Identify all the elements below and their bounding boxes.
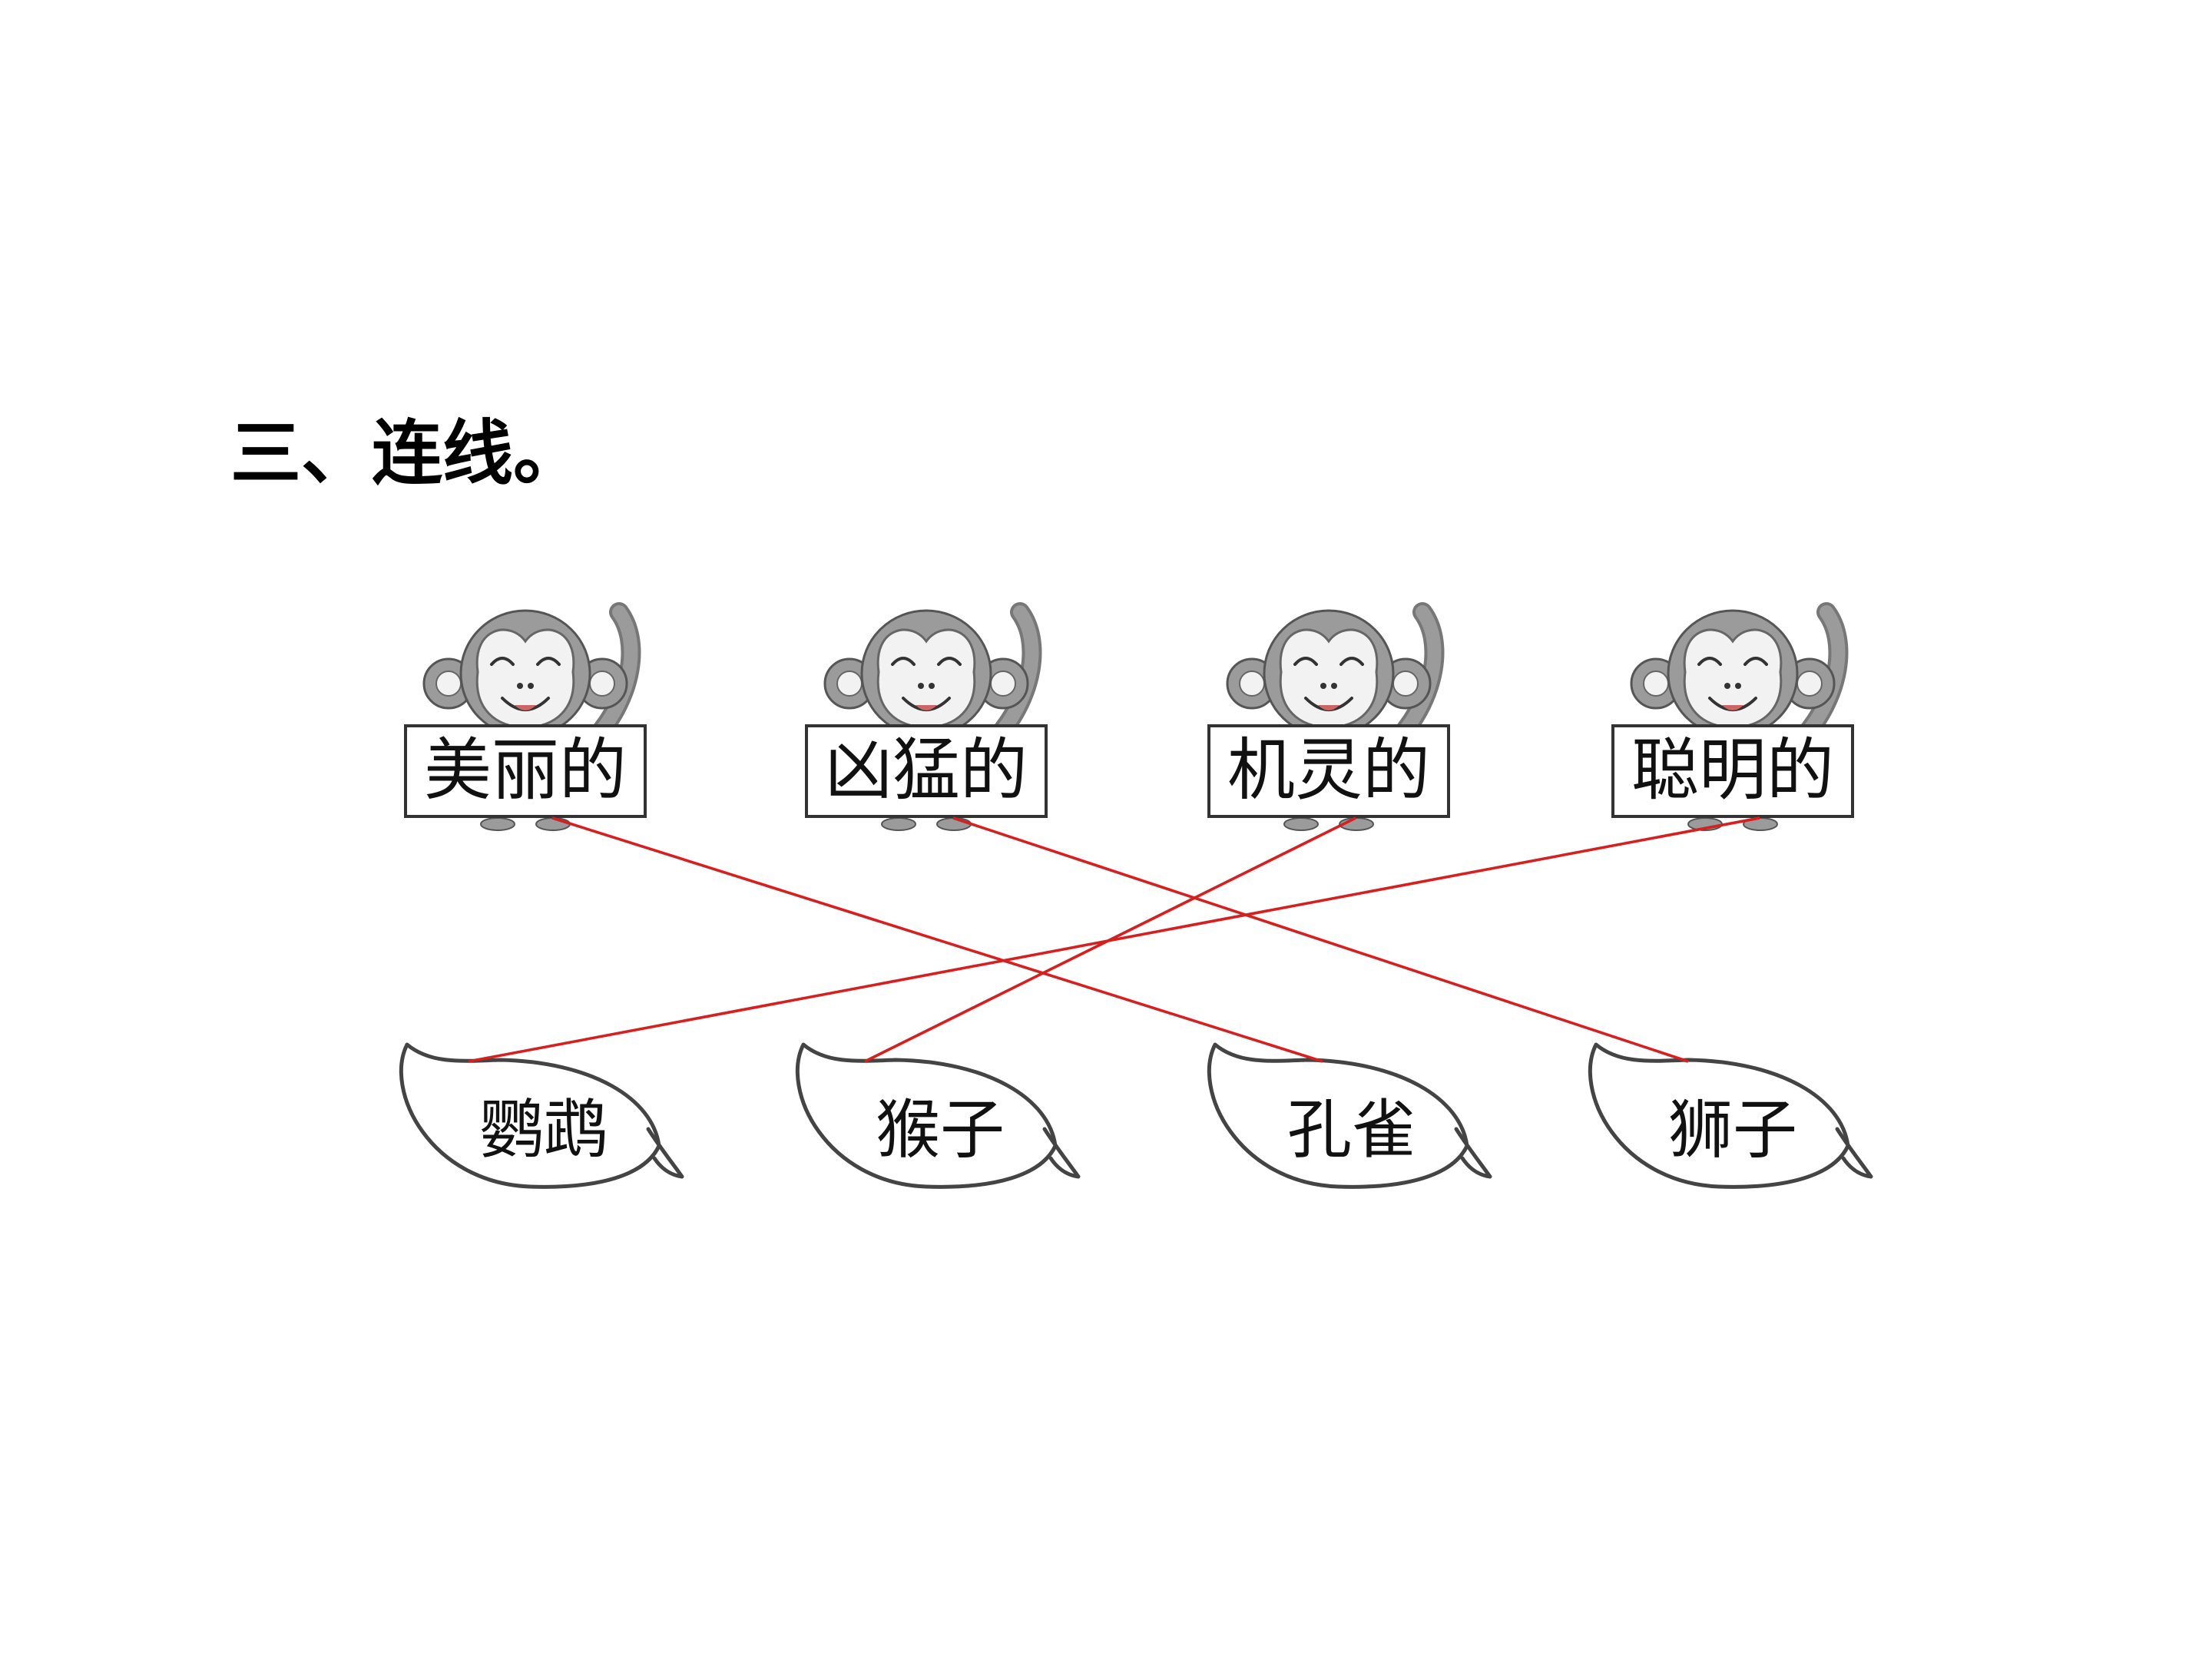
noun-card: 狮子 [1588, 1042, 1873, 1189]
adjective-cards: 美丽的 凶猛的 机灵的 聪明的 [404, 602, 1854, 831]
monkey-icon [1630, 602, 1849, 831]
adjective-label: 美丽的 [424, 730, 627, 810]
noun-label: 猴子 [876, 1092, 1005, 1167]
leaf-icon [1207, 1042, 1492, 1189]
noun-card: 猴子 [795, 1042, 1081, 1189]
noun-label: 孔雀 [1287, 1092, 1416, 1167]
monkey-icon [1226, 602, 1445, 831]
adjective-card: 机灵的 [1207, 602, 1450, 831]
monkey-icon [422, 602, 641, 831]
noun-card: 孔雀 [1207, 1042, 1492, 1189]
exercise-title: 三、连线。 [230, 412, 584, 495]
connection-line [551, 816, 1323, 1063]
adjective-label-box [805, 724, 1048, 818]
adjective-card: 聪明的 [1611, 602, 1854, 831]
leaf-icon [399, 1042, 684, 1189]
answer-lines [468, 816, 1760, 1063]
adjective-label-box [1207, 724, 1450, 818]
connection-line [952, 816, 1689, 1063]
noun-label: 狮子 [1668, 1092, 1797, 1167]
adjective-label: 机灵的 [1227, 730, 1430, 810]
adjective-label-box [404, 724, 647, 818]
monkey-icon [823, 602, 1042, 831]
connection-line [468, 816, 1760, 1063]
adjective-label-box [1611, 724, 1854, 818]
leaf-icon [1588, 1042, 1873, 1189]
noun-label: 鹦鹉 [479, 1092, 608, 1167]
adjective-label: 凶猛的 [825, 730, 1028, 810]
leaf-icon [795, 1042, 1081, 1189]
noun-cards: 鹦鹉 猴子 孔雀 狮子 [399, 1042, 1873, 1189]
noun-card: 鹦鹉 [399, 1042, 684, 1189]
adjective-label: 聪明的 [1631, 730, 1834, 810]
adjective-card: 美丽的 [404, 602, 647, 831]
adjective-card: 凶猛的 [805, 602, 1048, 831]
